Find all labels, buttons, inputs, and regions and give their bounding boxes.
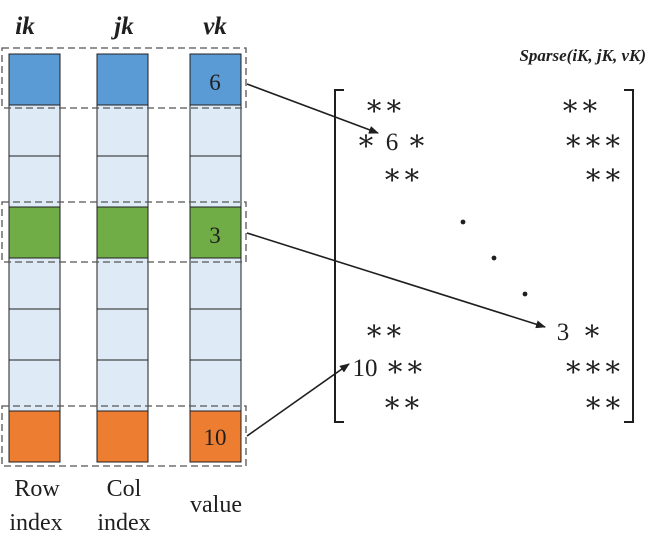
header-vk: vk	[203, 13, 227, 40]
header-ik: ik	[15, 13, 35, 40]
matrix-r6-right: ∗∗∗	[563, 351, 622, 383]
matrix-r5-right-value: 3	[557, 319, 570, 346]
col-index-cell-3	[96, 155, 149, 208]
value-cell-8	[189, 410, 242, 463]
cell-value-middle: 3	[209, 223, 221, 248]
ellipsis-dot-3	[522, 291, 528, 297]
col-index-cell-8	[96, 410, 149, 463]
cell-value-bottom: 10	[204, 425, 227, 450]
matrix-r5-right-star: ∗	[582, 315, 602, 347]
row-index-cell-6	[8, 308, 61, 361]
group-box-middle	[1, 201, 247, 263]
matrix-left-bracket	[334, 89, 344, 423]
matrix-r5-left: ∗∗	[364, 315, 403, 347]
sparse-function-label: Sparse(iK, jK, vK)	[519, 46, 646, 65]
footer-col-label: Col	[107, 476, 142, 502]
col-index-column	[96, 53, 149, 463]
footer-value-label: value	[190, 492, 242, 518]
col-index-cell-7	[96, 359, 149, 412]
col-index-cell-5	[96, 257, 149, 310]
row-index-cell-1	[8, 53, 61, 106]
matrix-r1-left: ∗∗	[364, 90, 403, 122]
row-index-cell-5	[8, 257, 61, 310]
row-index-cell-2	[8, 104, 61, 157]
row-index-cell-8	[8, 410, 61, 463]
cell-value-top: 6	[209, 70, 221, 95]
matrix-r2-left-star2: ∗	[407, 125, 427, 157]
value-cell-2	[189, 104, 242, 157]
value-cell-4	[189, 206, 242, 259]
header-jk: jk	[110, 13, 134, 40]
value-cell-3	[189, 155, 242, 208]
footer-row-index-label: index	[9, 510, 62, 536]
matrix-r6-left-value: 10	[353, 355, 378, 382]
row-index-column	[8, 53, 61, 463]
value-cell-6	[189, 308, 242, 361]
value-cell-7	[189, 359, 242, 412]
value-column	[189, 53, 242, 463]
matrix-r6-left-stars: ∗∗	[385, 351, 424, 383]
row-index-cell-3	[8, 155, 61, 208]
matrix-r1-right: ∗∗	[560, 90, 599, 122]
value-cell-5	[189, 257, 242, 310]
footer-row-label: Row	[14, 476, 60, 502]
matrix-r3-right: ∗∗	[583, 159, 622, 191]
matrix-r2-right: ∗∗∗	[563, 125, 622, 157]
group-box-bottom	[1, 405, 247, 467]
col-index-cell-2	[96, 104, 149, 157]
col-index-cell-6	[96, 308, 149, 361]
arrow-middle-to-matrix	[246, 232, 546, 329]
matrix-r2-left-value: 6	[386, 129, 399, 156]
ellipsis-dot-2	[491, 255, 497, 261]
matrix-r2-left-star: ∗	[356, 125, 376, 157]
matrix-r7-left: ∗∗	[382, 387, 421, 419]
arrow-bottom-to-matrix	[246, 363, 350, 437]
matrix-right-bracket	[624, 89, 634, 423]
arrow-top-to-matrix	[246, 83, 379, 134]
matrix-r3-left: ∗∗	[382, 159, 421, 191]
col-index-cell-1	[96, 53, 149, 106]
col-index-cell-4	[96, 206, 149, 259]
row-index-cell-7	[8, 359, 61, 412]
footer-col-index-label: index	[97, 510, 150, 536]
value-cell-1	[189, 53, 242, 106]
group-box-top	[1, 47, 247, 109]
matrix-r7-right: ∗∗	[583, 387, 622, 419]
ellipsis-dot-1	[460, 219, 466, 225]
row-index-cell-4	[8, 206, 61, 259]
